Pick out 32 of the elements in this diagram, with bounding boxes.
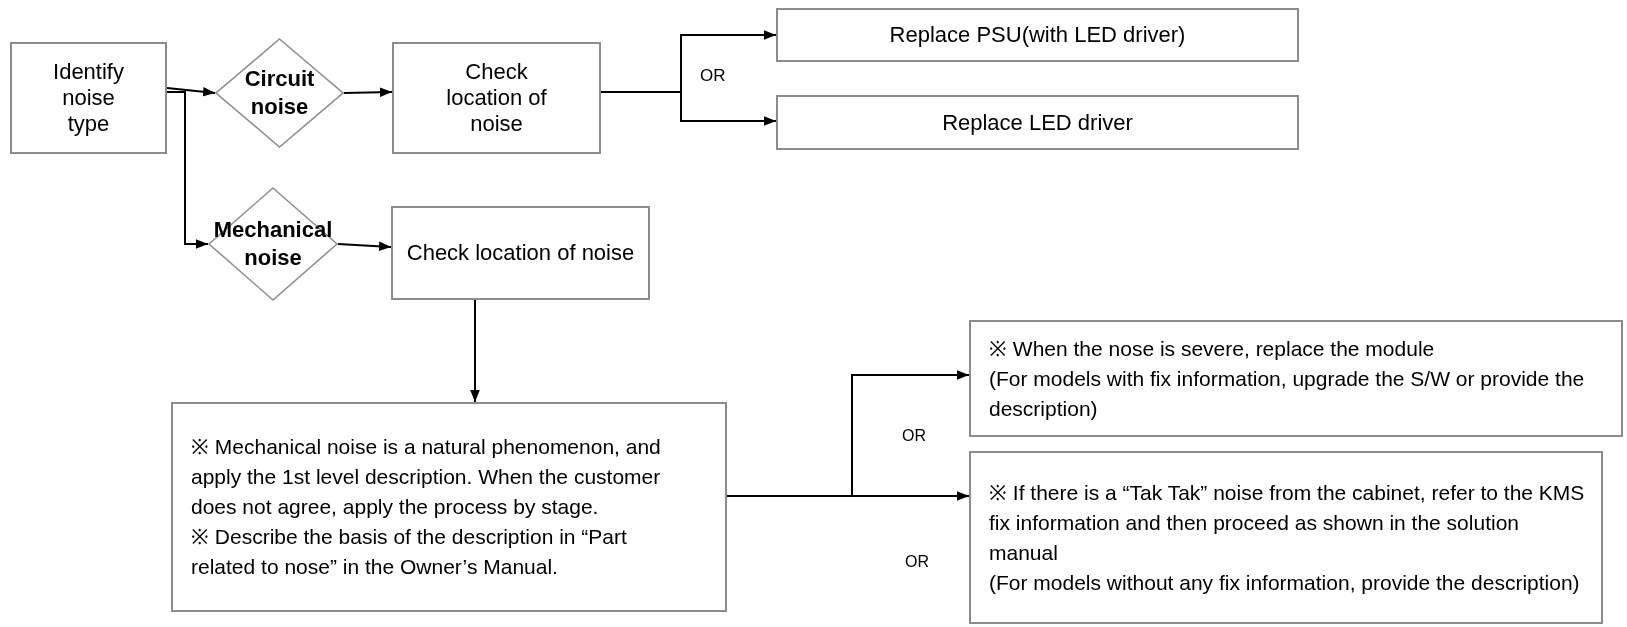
node-label: Identify noise type (52, 59, 125, 137)
node-label: Replace LED driver (942, 109, 1133, 136)
note-box (171, 402, 727, 612)
arrow (166, 91, 209, 249)
decision-diamond (215, 38, 344, 148)
note-text: (For models without any fix information, provide the description) (989, 569, 1580, 596)
note-text: ※ If there is a “Tak Tak” noise from the cabinet, refer to the KMS fix information and then proceed as shown in the solution manual (989, 479, 1586, 566)
note-box (969, 451, 1603, 624)
process-box (776, 95, 1299, 150)
node-label: Replace PSU(with LED driver) (889, 22, 1186, 48)
process-box (392, 42, 601, 154)
or-label: OR (700, 66, 726, 86)
arrow (166, 87, 216, 97)
arrow (470, 299, 480, 403)
node-label: Check location of noise (445, 59, 548, 137)
node-label: Mechanical noise (212, 216, 334, 272)
process-box (10, 42, 167, 154)
note-text: ※ When the nose is severe, replace the module (989, 335, 1435, 362)
note-text: (For models with fix information, upgrade the S/W or provide the description) (989, 365, 1586, 422)
arrow (726, 491, 970, 501)
process-box (391, 206, 650, 300)
note-text: ※ Mechanical noise is a natural phenomenon, and apply the 1st level description. When the customer does not agree, apply the process by stage. (191, 434, 662, 520)
process-box (776, 8, 1299, 62)
node-label: Check location of noise (406, 240, 635, 266)
arrow (600, 91, 777, 126)
or-label: OR (902, 427, 926, 445)
note-box (969, 320, 1623, 437)
or-label: OR (905, 553, 929, 571)
arrow (343, 87, 393, 98)
arrow (337, 241, 392, 252)
node-label: Circuit noise (243, 65, 316, 121)
note-text: ※ Describe the basis of the description in “Part related to nose” in the Owner’s Manual. (191, 524, 628, 580)
